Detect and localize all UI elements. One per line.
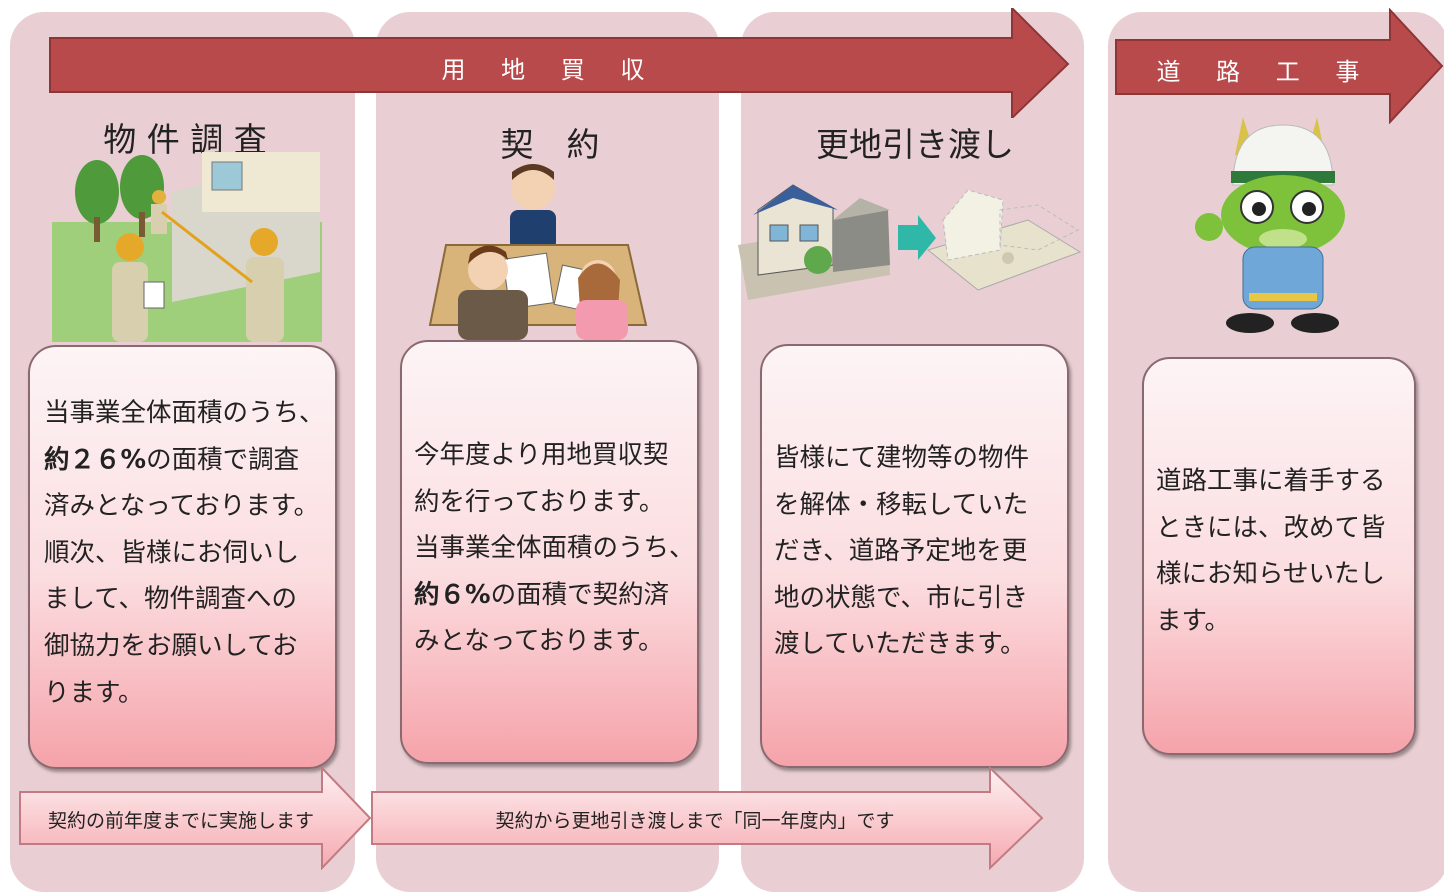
- card-handover: [760, 344, 1069, 768]
- survey-description: 当事業全体面積のうち、 約２６%の面積で調査 済みとなっております。 順次、皆様…: [44, 390, 334, 716]
- card-survey: [28, 345, 337, 769]
- survey-workers-illustration: [52, 152, 322, 342]
- step-title-contract: 契 約: [500, 125, 600, 164]
- contract-percent: 約６%: [414, 579, 491, 610]
- handover-line-4: 地の状態で、市に引き: [774, 582, 1028, 613]
- land-acquisition-arrow: [49, 8, 1070, 118]
- contract-line-3: 当事業全体面積のうち、: [414, 533, 695, 564]
- handover-line-2: を解体・移転していた: [774, 489, 1029, 520]
- card-road-work: [1142, 357, 1416, 755]
- land-acquisition-label: 用 地 買 収: [441, 56, 659, 84]
- road-work-line-3: 様にお知らせいたし: [1156, 559, 1385, 590]
- contract-line-5: みとなっております。: [414, 626, 664, 657]
- survey-line-6: 御協力をお願いしてお: [44, 630, 298, 661]
- survey-percent: 約２６%: [44, 444, 147, 475]
- contract-line-2: 約を行っております。: [414, 486, 665, 517]
- survey-line-2: 約２６%の面積で調査: [44, 444, 300, 475]
- contract-description: 今年度より用地買収契 約を行っております。 当事業全体面積のうち、 約６%の面積…: [414, 432, 704, 665]
- road-work-description: 道路工事に着手する ときには、改めて皆 様にお知らせいたし ます。: [1156, 458, 1406, 644]
- survey-line-1: 当事業全体面積のうち、: [44, 398, 325, 428]
- handover-description: 皆様にて建物等の物件 を解体・移転していた だき、道路予定地を更 地の状態で、市…: [774, 435, 1064, 668]
- survey-line-5: まして、物件調査への: [44, 584, 297, 615]
- survey-line-7: ります。: [44, 677, 144, 708]
- road-work-arrow: [1115, 8, 1444, 124]
- house-to-vacant-lot-illustration: [738, 184, 1082, 300]
- survey-line-4: 順次、皆様にお伺いし: [44, 537, 300, 568]
- bottom-label-before-year: 契約の前年度までに実施します: [47, 810, 314, 832]
- bottom-arrow-before-year: [19, 766, 372, 870]
- mascot-construction-helmet-illustration: [1195, 117, 1345, 333]
- road-work-line-2: ときには、改めて皆: [1156, 512, 1386, 543]
- survey-line-3: 済みとなっております。: [44, 491, 320, 522]
- card-contract: [400, 340, 699, 764]
- handover-line-3: だき、道路予定地を更: [774, 536, 1028, 567]
- contract-signing-illustration: [428, 164, 648, 340]
- handover-line-1: 皆様にて建物等の物件: [774, 443, 1030, 473]
- road-work-line-1: 道路工事に着手する: [1156, 466, 1386, 496]
- bottom-arrow-same-year: [371, 766, 1044, 870]
- road-work-line-4: ます。: [1156, 605, 1230, 636]
- bottom-label-same-year: 契約から更地引き渡しまで「同一年度内」です: [495, 810, 895, 832]
- contract-line-1: 今年度より用地買収契: [414, 440, 669, 470]
- road-work-label: 道 路 工 事: [1156, 58, 1374, 86]
- handover-line-5: 渡していただきます。: [774, 629, 1026, 660]
- step-title-handover: 更地引き渡し: [816, 125, 1014, 164]
- contract-line-4: 約６%の面積で契約済: [414, 579, 670, 610]
